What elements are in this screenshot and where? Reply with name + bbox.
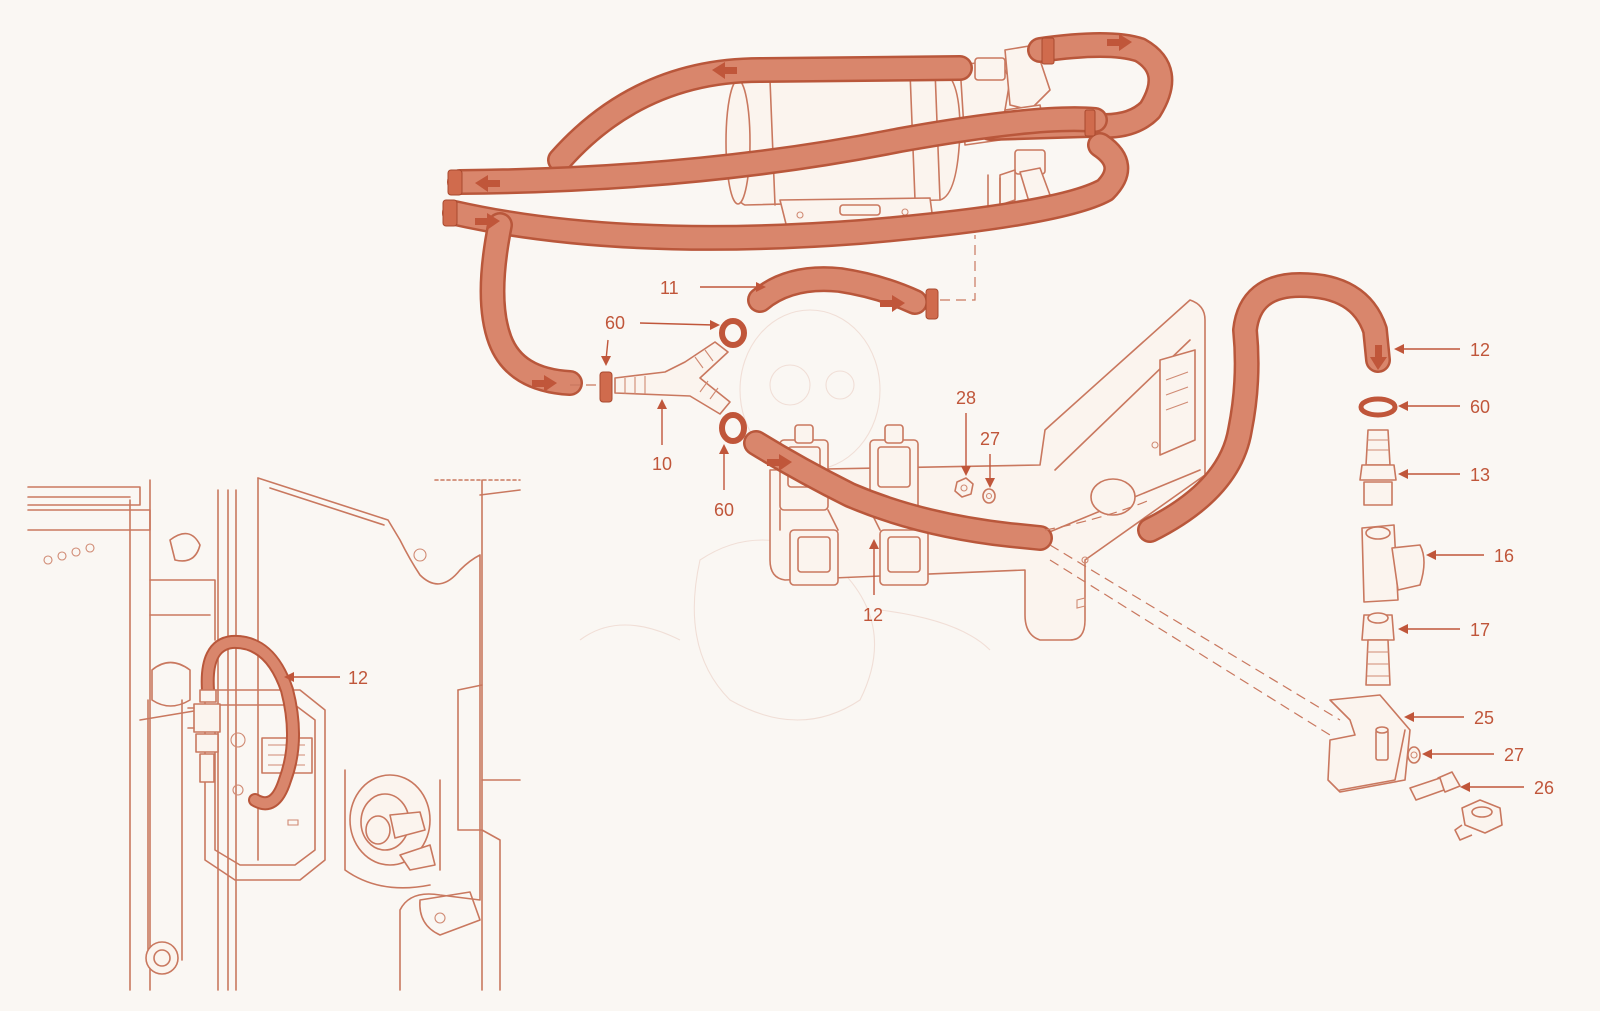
- callout-60-upper: 60: [605, 313, 625, 333]
- callout-16: 16: [1494, 546, 1514, 566]
- callout-12-inset: 12: [348, 668, 368, 688]
- y-fitting-10: [570, 318, 747, 444]
- callout-12-right: 12: [1470, 340, 1490, 360]
- upper-hose-assembly: [442, 32, 1174, 396]
- callout-60-lower: 60: [714, 500, 734, 520]
- callout-11: 11: [660, 278, 679, 298]
- hose-12-right: [1137, 272, 1391, 543]
- callout-60-right: 60: [1470, 397, 1490, 417]
- hose-11: [747, 235, 976, 320]
- callout-12-mid: 12: [863, 605, 883, 625]
- callout-26: 26: [1534, 778, 1554, 798]
- callouts: 11 60 10 60 12 28 27 12 60: [284, 278, 1554, 798]
- callout-28: 28: [956, 388, 976, 408]
- mounting-plate: [769, 299, 1206, 641]
- nut-and-washer-upper: [954, 477, 996, 504]
- callout-27-upper: 27: [980, 429, 1000, 449]
- hose-12-lower: [743, 430, 1151, 551]
- inset-frame: [27, 477, 521, 991]
- callout-13: 13: [1470, 465, 1490, 485]
- fitting-stack-right: [1049, 396, 1503, 841]
- callout-27-lower: 27: [1504, 745, 1524, 765]
- callout-10: 10: [652, 454, 672, 474]
- callout-17: 17: [1470, 620, 1490, 640]
- callout-25: 25: [1474, 708, 1494, 728]
